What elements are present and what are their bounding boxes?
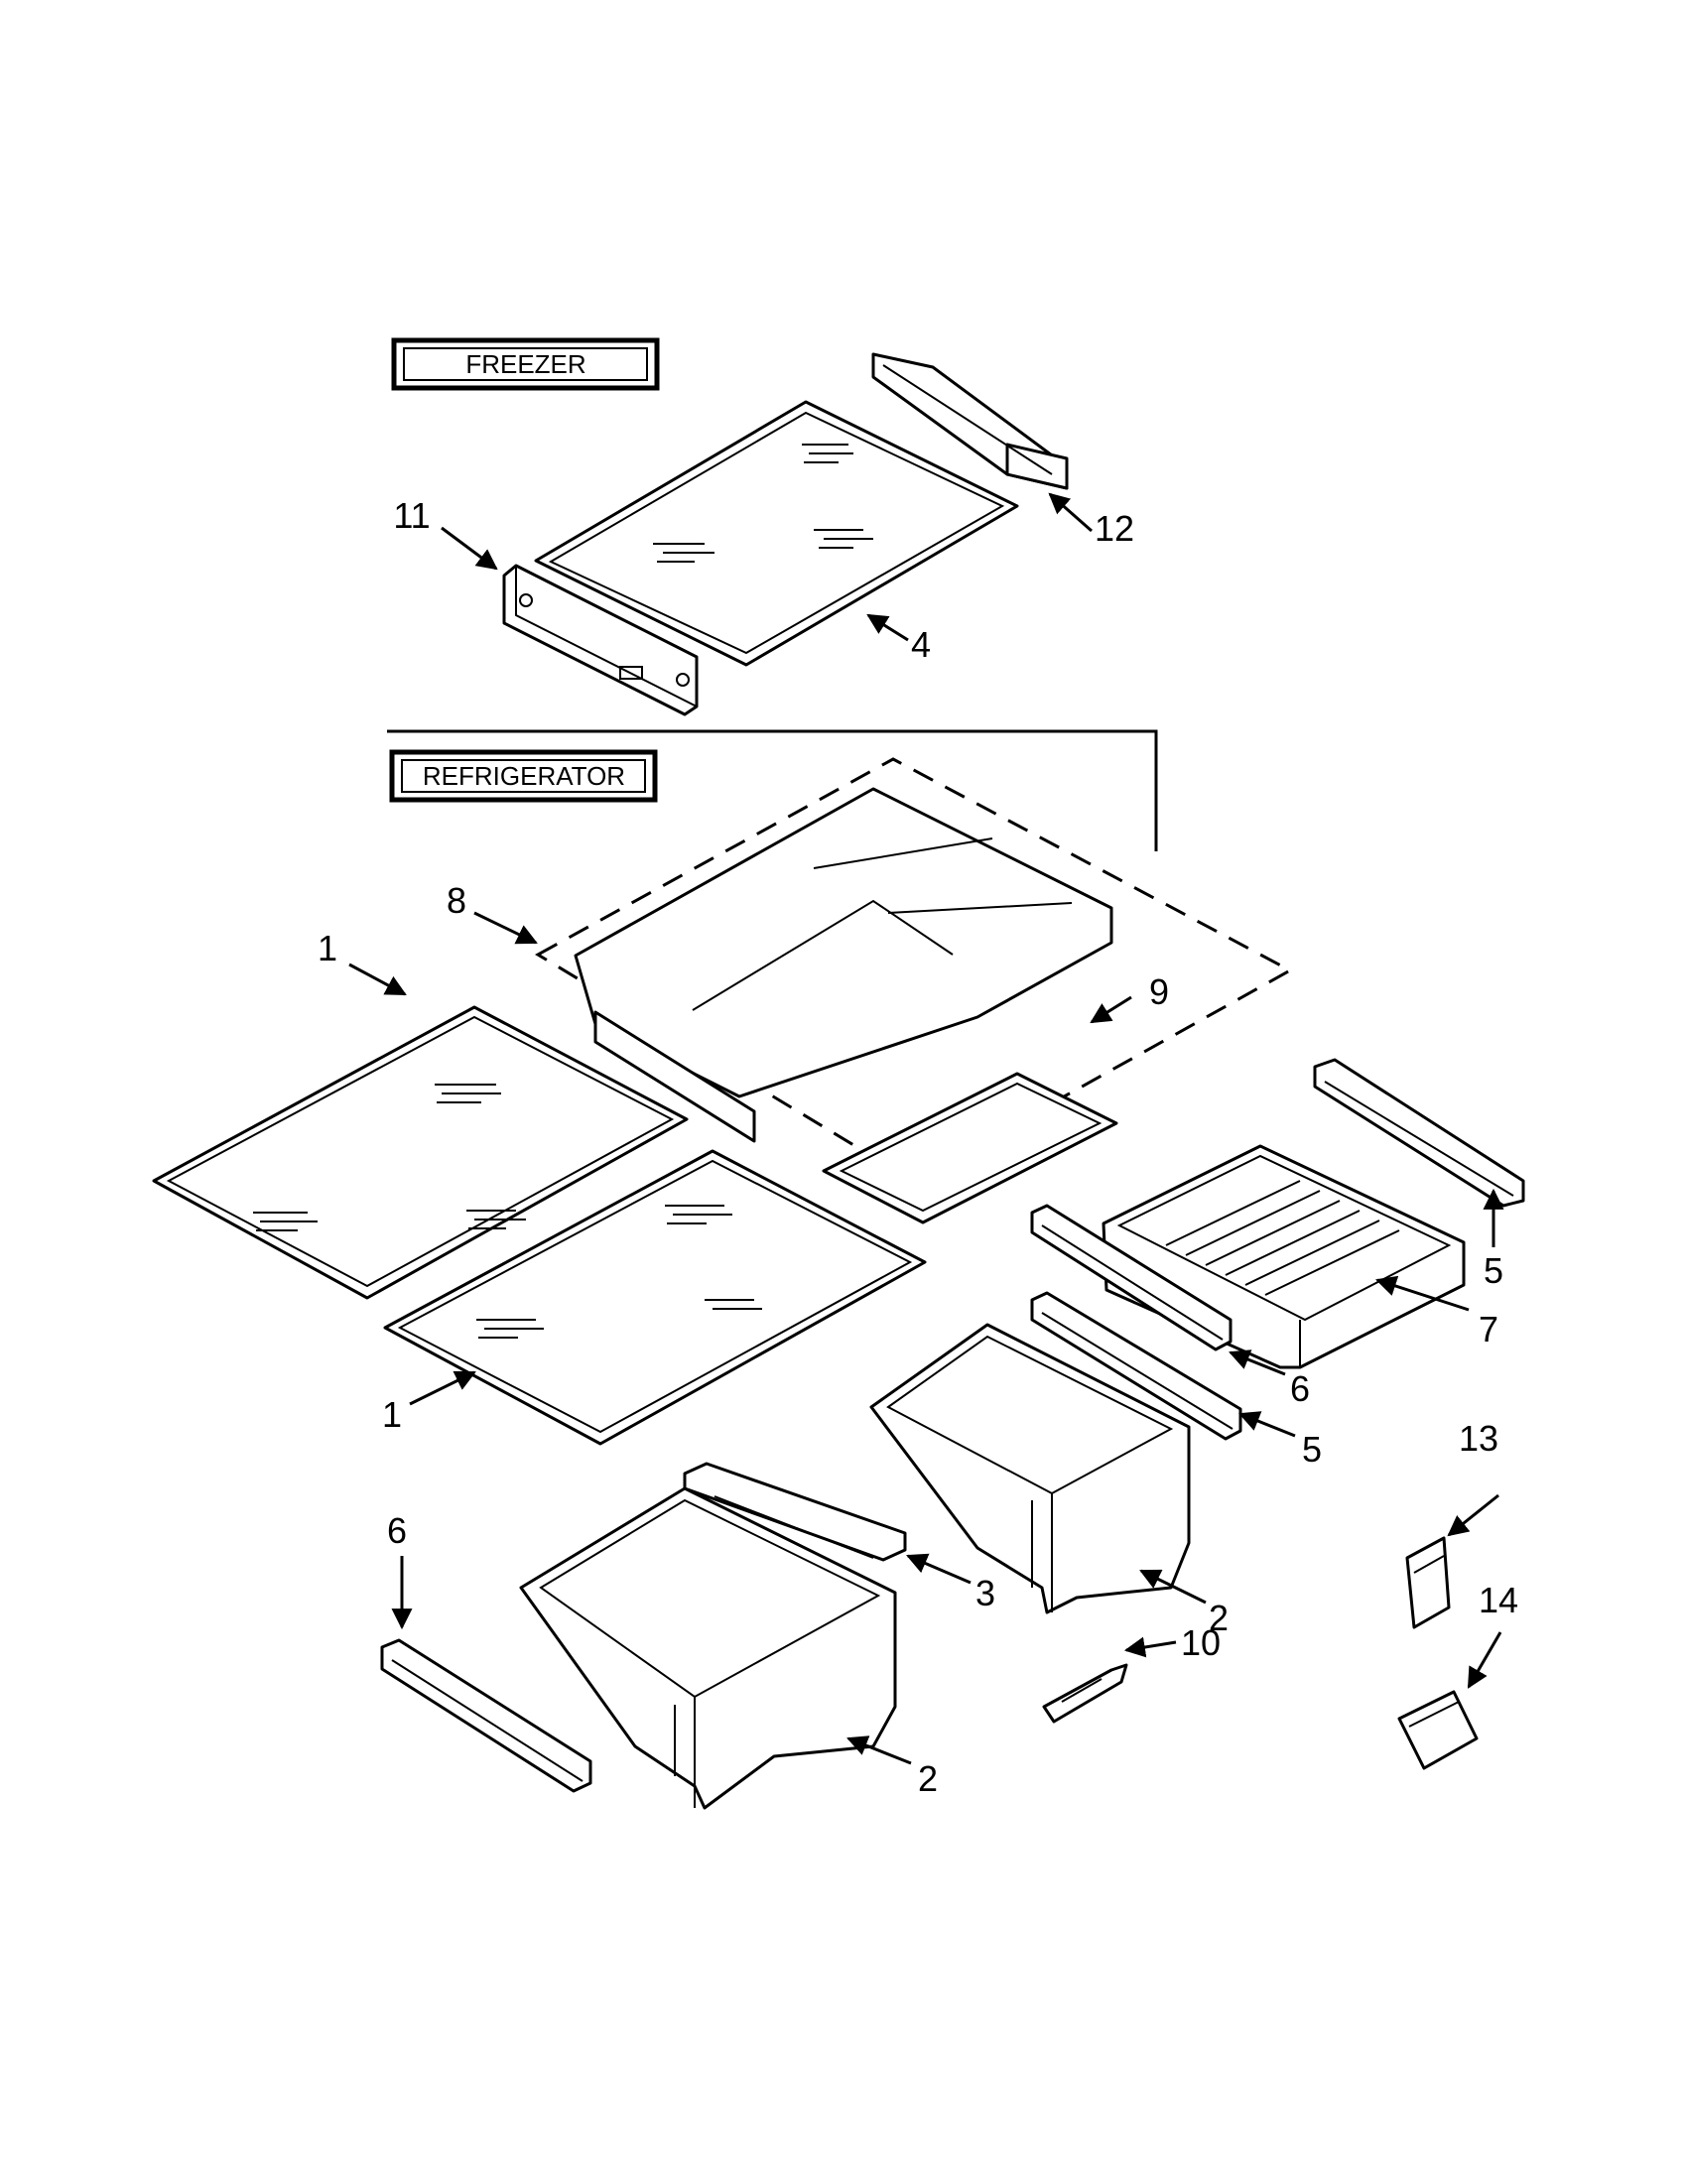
callout-10: 10 (1181, 1622, 1221, 1663)
callout-7: 7 (1479, 1309, 1498, 1349)
callout-5-upper: 5 (1484, 1250, 1503, 1291)
callout-2-left: 2 (918, 1758, 938, 1799)
callout-12: 12 (1095, 508, 1134, 549)
crisper-drawer-left (519, 1486, 897, 1810)
crisper-drawer-right (869, 1323, 1191, 1614)
small-glass-shelf (822, 1072, 1118, 1224)
glass-shelf-upper (152, 1005, 689, 1300)
freezer-shelf-trim (502, 564, 699, 716)
freezer-label: FREEZER (465, 349, 585, 379)
refrigerator-label: REFRIGERATOR (423, 761, 625, 791)
refrigerator-section-label: REFRIGERATOR (389, 749, 658, 803)
drawer-rail-middle-5 (1030, 1291, 1242, 1441)
section-divider (387, 729, 1158, 851)
callout-3: 3 (975, 1573, 995, 1613)
callout-1-lower: 1 (382, 1394, 402, 1435)
callout-11: 11 (393, 495, 430, 536)
callout-4: 4 (911, 624, 931, 665)
callout-1-upper: 1 (318, 928, 337, 968)
callout-9: 9 (1149, 971, 1169, 1012)
air-filter (1405, 1536, 1451, 1629)
crisper-cover (683, 1462, 907, 1562)
shelf-assembly (574, 787, 1113, 1143)
callout-13: 13 (1459, 1418, 1498, 1459)
glass-shelf-lower (383, 1149, 927, 1446)
leader-lines (348, 492, 1504, 1765)
freezer-glass-shelf (534, 400, 1019, 667)
callout-14: 14 (1479, 1580, 1518, 1620)
callout-5-middle: 5 (1302, 1429, 1322, 1470)
callout-6-middle: 6 (1290, 1368, 1310, 1409)
drawer-rail-middle-6 (1030, 1204, 1233, 1351)
drawer-rail-upper-right (1313, 1058, 1525, 1208)
callout-2-right: 2 (1209, 1598, 1229, 1638)
drawer-rail-lower-left (380, 1638, 592, 1793)
deli-drawer (1102, 1144, 1466, 1369)
humidity-slide (1042, 1663, 1128, 1724)
callout-8: 8 (447, 880, 466, 921)
callout-6-lower: 6 (387, 1510, 407, 1551)
freezer-shelf-rail (871, 352, 1069, 490)
filter-cover (1397, 1690, 1479, 1770)
assembly-group-outline (534, 757, 1294, 1183)
freezer-section-label: FREEZER (391, 337, 660, 391)
